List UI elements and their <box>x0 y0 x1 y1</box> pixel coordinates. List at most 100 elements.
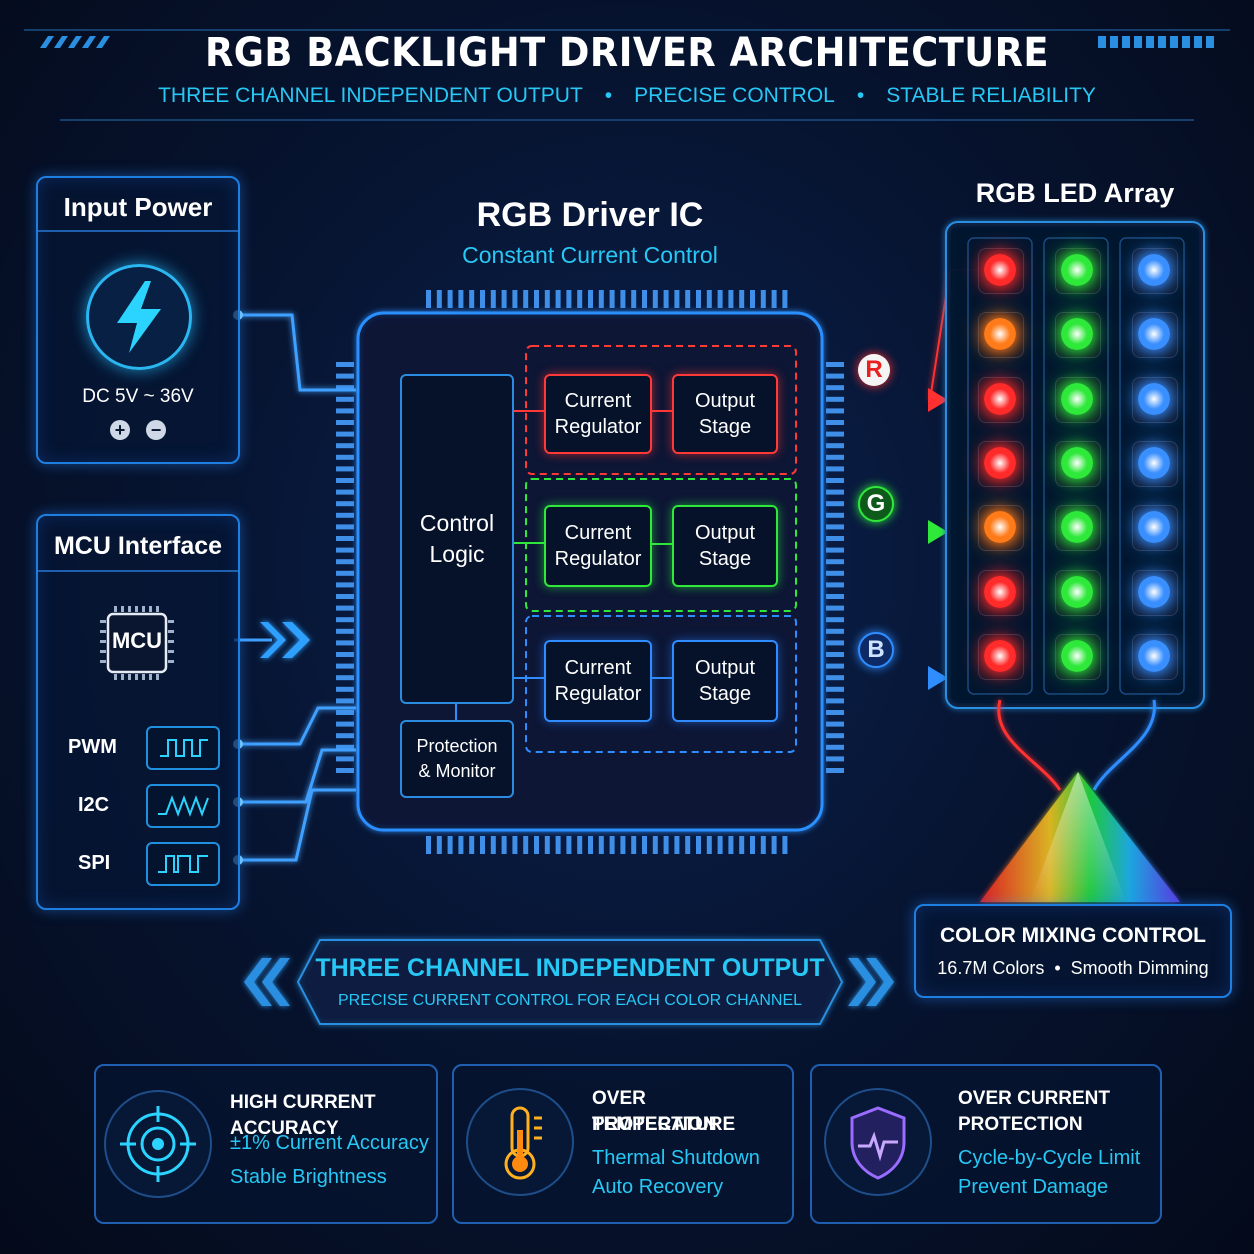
signal-spi-label: SPI <box>78 852 111 874</box>
banner-title: THREE CHANNEL INDEPENDENT OUTPUT <box>315 954 825 982</box>
ic-pin <box>826 501 844 507</box>
ic-pin <box>336 431 354 437</box>
protection-monitor-block: Protection & Monitor <box>400 720 514 798</box>
ic-pin <box>336 466 354 472</box>
ic-pin <box>750 290 755 308</box>
ic-pin <box>826 385 844 391</box>
feature-title: HIGH CURRENT ACCURACY <box>230 1092 376 1139</box>
page-title: RGB BACKLIGHT DRIVER ARCHITECTURE <box>204 30 1050 76</box>
subtitle-item: THREE CHANNEL INDEPENDENT OUTPUT <box>158 84 583 107</box>
ic-pin <box>826 373 844 379</box>
ic-pin <box>826 512 844 518</box>
i2c-wire <box>238 748 356 804</box>
page-subtitle: THREE CHANNEL INDEPENDENT OUTPUT • PRECI… <box>0 84 1254 108</box>
signal-i2c-label: I2C <box>78 794 110 816</box>
control-logic-line: Logic <box>429 541 485 567</box>
ic-pin <box>555 290 561 308</box>
subtitle-item: STABLE RELIABILITY <box>886 84 1096 107</box>
ic-pin <box>826 454 844 460</box>
ic-pin <box>447 836 453 854</box>
subtitle-item: PRECISE CONTROL <box>634 84 835 107</box>
ic-pin <box>336 617 354 623</box>
ic-pin <box>336 536 354 541</box>
pwm-wire <box>238 706 356 746</box>
ic-pin <box>336 744 354 750</box>
led <box>1138 382 1170 415</box>
feature-detail: Cycle-by-Cycle Limit <box>958 1147 1141 1169</box>
ic-pin <box>544 836 550 854</box>
ic-pin <box>826 756 844 762</box>
ic-pin <box>534 836 539 854</box>
feature-detail: Auto Recovery <box>592 1176 724 1198</box>
ic-pin <box>436 836 442 854</box>
power-wire <box>238 313 356 392</box>
ic-pin <box>588 290 593 308</box>
ic-pin <box>336 443 354 449</box>
regulator-line: Regulator <box>554 416 642 438</box>
regulator-line: Regulator <box>554 548 642 570</box>
color-mixing-panel: COLOR MIXING CONTROL 16.7M Colors • Smoo… <box>914 904 1232 998</box>
ic-pin <box>826 663 844 669</box>
led <box>1138 446 1170 479</box>
channel-b-badge: B <box>858 632 894 668</box>
ic-pin <box>336 396 354 402</box>
channel-g-badge: G <box>858 486 894 522</box>
ic-pin <box>663 836 669 854</box>
color-mixing-detail: Smooth Dimming <box>1070 958 1209 978</box>
feature-title: PROTECTION <box>958 1114 1083 1135</box>
ic-pin <box>588 836 593 854</box>
green-output-stage: Output Stage <box>672 505 778 587</box>
ic-pin <box>336 756 354 762</box>
regulator-line: Current <box>564 657 632 679</box>
ic-pin <box>826 710 844 715</box>
ic-pin <box>523 290 529 308</box>
ic-pin <box>782 836 788 854</box>
feature-title: OVER TEMPERATURE <box>592 1088 736 1135</box>
header-bars-right <box>1098 36 1214 48</box>
protection-line: Protection <box>416 736 498 756</box>
led <box>1138 639 1170 672</box>
ic-pin <box>555 836 561 854</box>
ic-pin <box>501 836 507 854</box>
ic-pin <box>336 454 354 460</box>
ic-pin <box>336 570 354 576</box>
ic-pin <box>490 836 496 854</box>
lightning-icon <box>86 264 192 370</box>
ic-pin <box>512 290 518 308</box>
ic-pin <box>826 408 844 414</box>
ic-pin <box>728 836 734 854</box>
output-line: Stage <box>698 416 752 438</box>
banner-subtitle: PRECISE CURRENT CONTROL FOR EACH COLOR C… <box>337 992 803 1009</box>
red-channel-frame <box>525 345 797 475</box>
input-voltage: DC 5V ~ 36V <box>82 386 194 407</box>
ic-pin <box>336 489 354 495</box>
ic-pin <box>469 836 475 854</box>
ic-pin <box>426 290 431 308</box>
regulator-line: Current <box>564 390 632 412</box>
ic-pin <box>826 698 844 704</box>
ic-pin <box>426 836 431 854</box>
banner-shape <box>296 939 844 1025</box>
ic-pin <box>534 290 539 308</box>
ic-pins <box>336 290 844 854</box>
led <box>1061 382 1093 415</box>
ic-pin <box>598 290 604 308</box>
ic-pin <box>706 836 712 854</box>
color-mixing-title: COLOR MIXING CONTROL <box>940 924 1206 947</box>
ic-pin <box>717 290 723 308</box>
ic-pin <box>826 605 844 611</box>
mcu-chip-label: MCU <box>111 628 163 653</box>
output-line: Output <box>694 522 756 544</box>
led <box>984 382 1016 415</box>
ic-pin <box>826 640 844 646</box>
ic-pin <box>760 836 766 854</box>
led <box>984 446 1016 479</box>
ic-pin <box>436 290 442 308</box>
output-line: Stage <box>698 683 752 705</box>
red-output-arrow <box>928 388 948 412</box>
blue-output-arrow <box>928 666 948 690</box>
ic-pin <box>598 836 604 854</box>
ic-pin <box>336 721 354 727</box>
color-mixing-detail: 16.7M Colors <box>937 958 1045 978</box>
ic-pin <box>336 547 354 553</box>
